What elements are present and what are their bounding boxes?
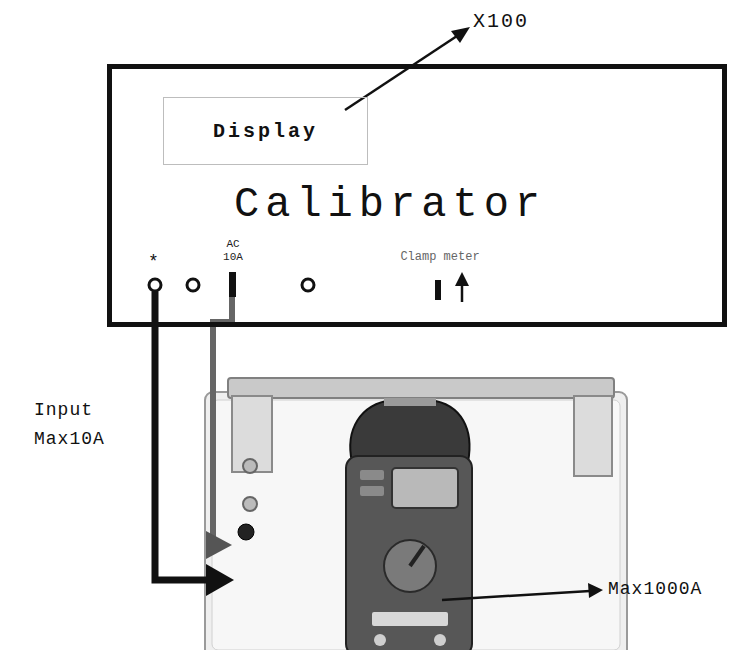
meter-jack [434, 634, 446, 646]
clamp-terminal [435, 280, 441, 300]
scale-factor: X100 [473, 10, 529, 34]
terminal-label: AC 10A [223, 238, 243, 264]
bar-leg [574, 396, 612, 476]
meter-screen [392, 468, 458, 508]
jack [243, 497, 257, 511]
wire-arrowhead [206, 531, 232, 559]
terminal-mark: * [148, 252, 159, 274]
display-box: Display [163, 97, 368, 165]
return-wire [208, 297, 232, 545]
meter-dial [384, 540, 436, 592]
device-name: Calibrator [234, 181, 546, 229]
calibrator-box: Calibrator Display [107, 64, 727, 327]
display-label: Display [213, 120, 318, 143]
leader-arrow [442, 591, 590, 600]
conductor-bar [228, 378, 614, 398]
wire-arrowhead [206, 564, 234, 596]
terminal [187, 279, 199, 291]
terminal [149, 279, 161, 291]
up-arrow-head [455, 272, 469, 286]
leader-arrowhead [451, 27, 470, 43]
input-note: Input Max10A [34, 396, 105, 454]
clamp-jaw [350, 400, 469, 462]
leader-arrow [345, 34, 460, 110]
clamp-meter-body [346, 456, 472, 650]
leader-arrowhead [588, 583, 603, 598]
input-wire [155, 292, 208, 580]
terminal [302, 279, 314, 291]
terminal-label: Clamp meter [400, 250, 479, 264]
jack [238, 524, 254, 540]
meter-label-plate [372, 612, 448, 626]
meter-jack [374, 634, 386, 646]
bar-leg [232, 396, 272, 472]
dial-pointer [410, 546, 424, 566]
jaw-gap [384, 398, 436, 406]
jack [243, 459, 257, 473]
terminal-bar [229, 272, 236, 297]
fixture-base [205, 392, 627, 650]
up-arrow [461, 284, 464, 302]
meter-button [360, 470, 384, 480]
meter-button [360, 486, 384, 496]
range-note: Max1000A [608, 579, 702, 601]
